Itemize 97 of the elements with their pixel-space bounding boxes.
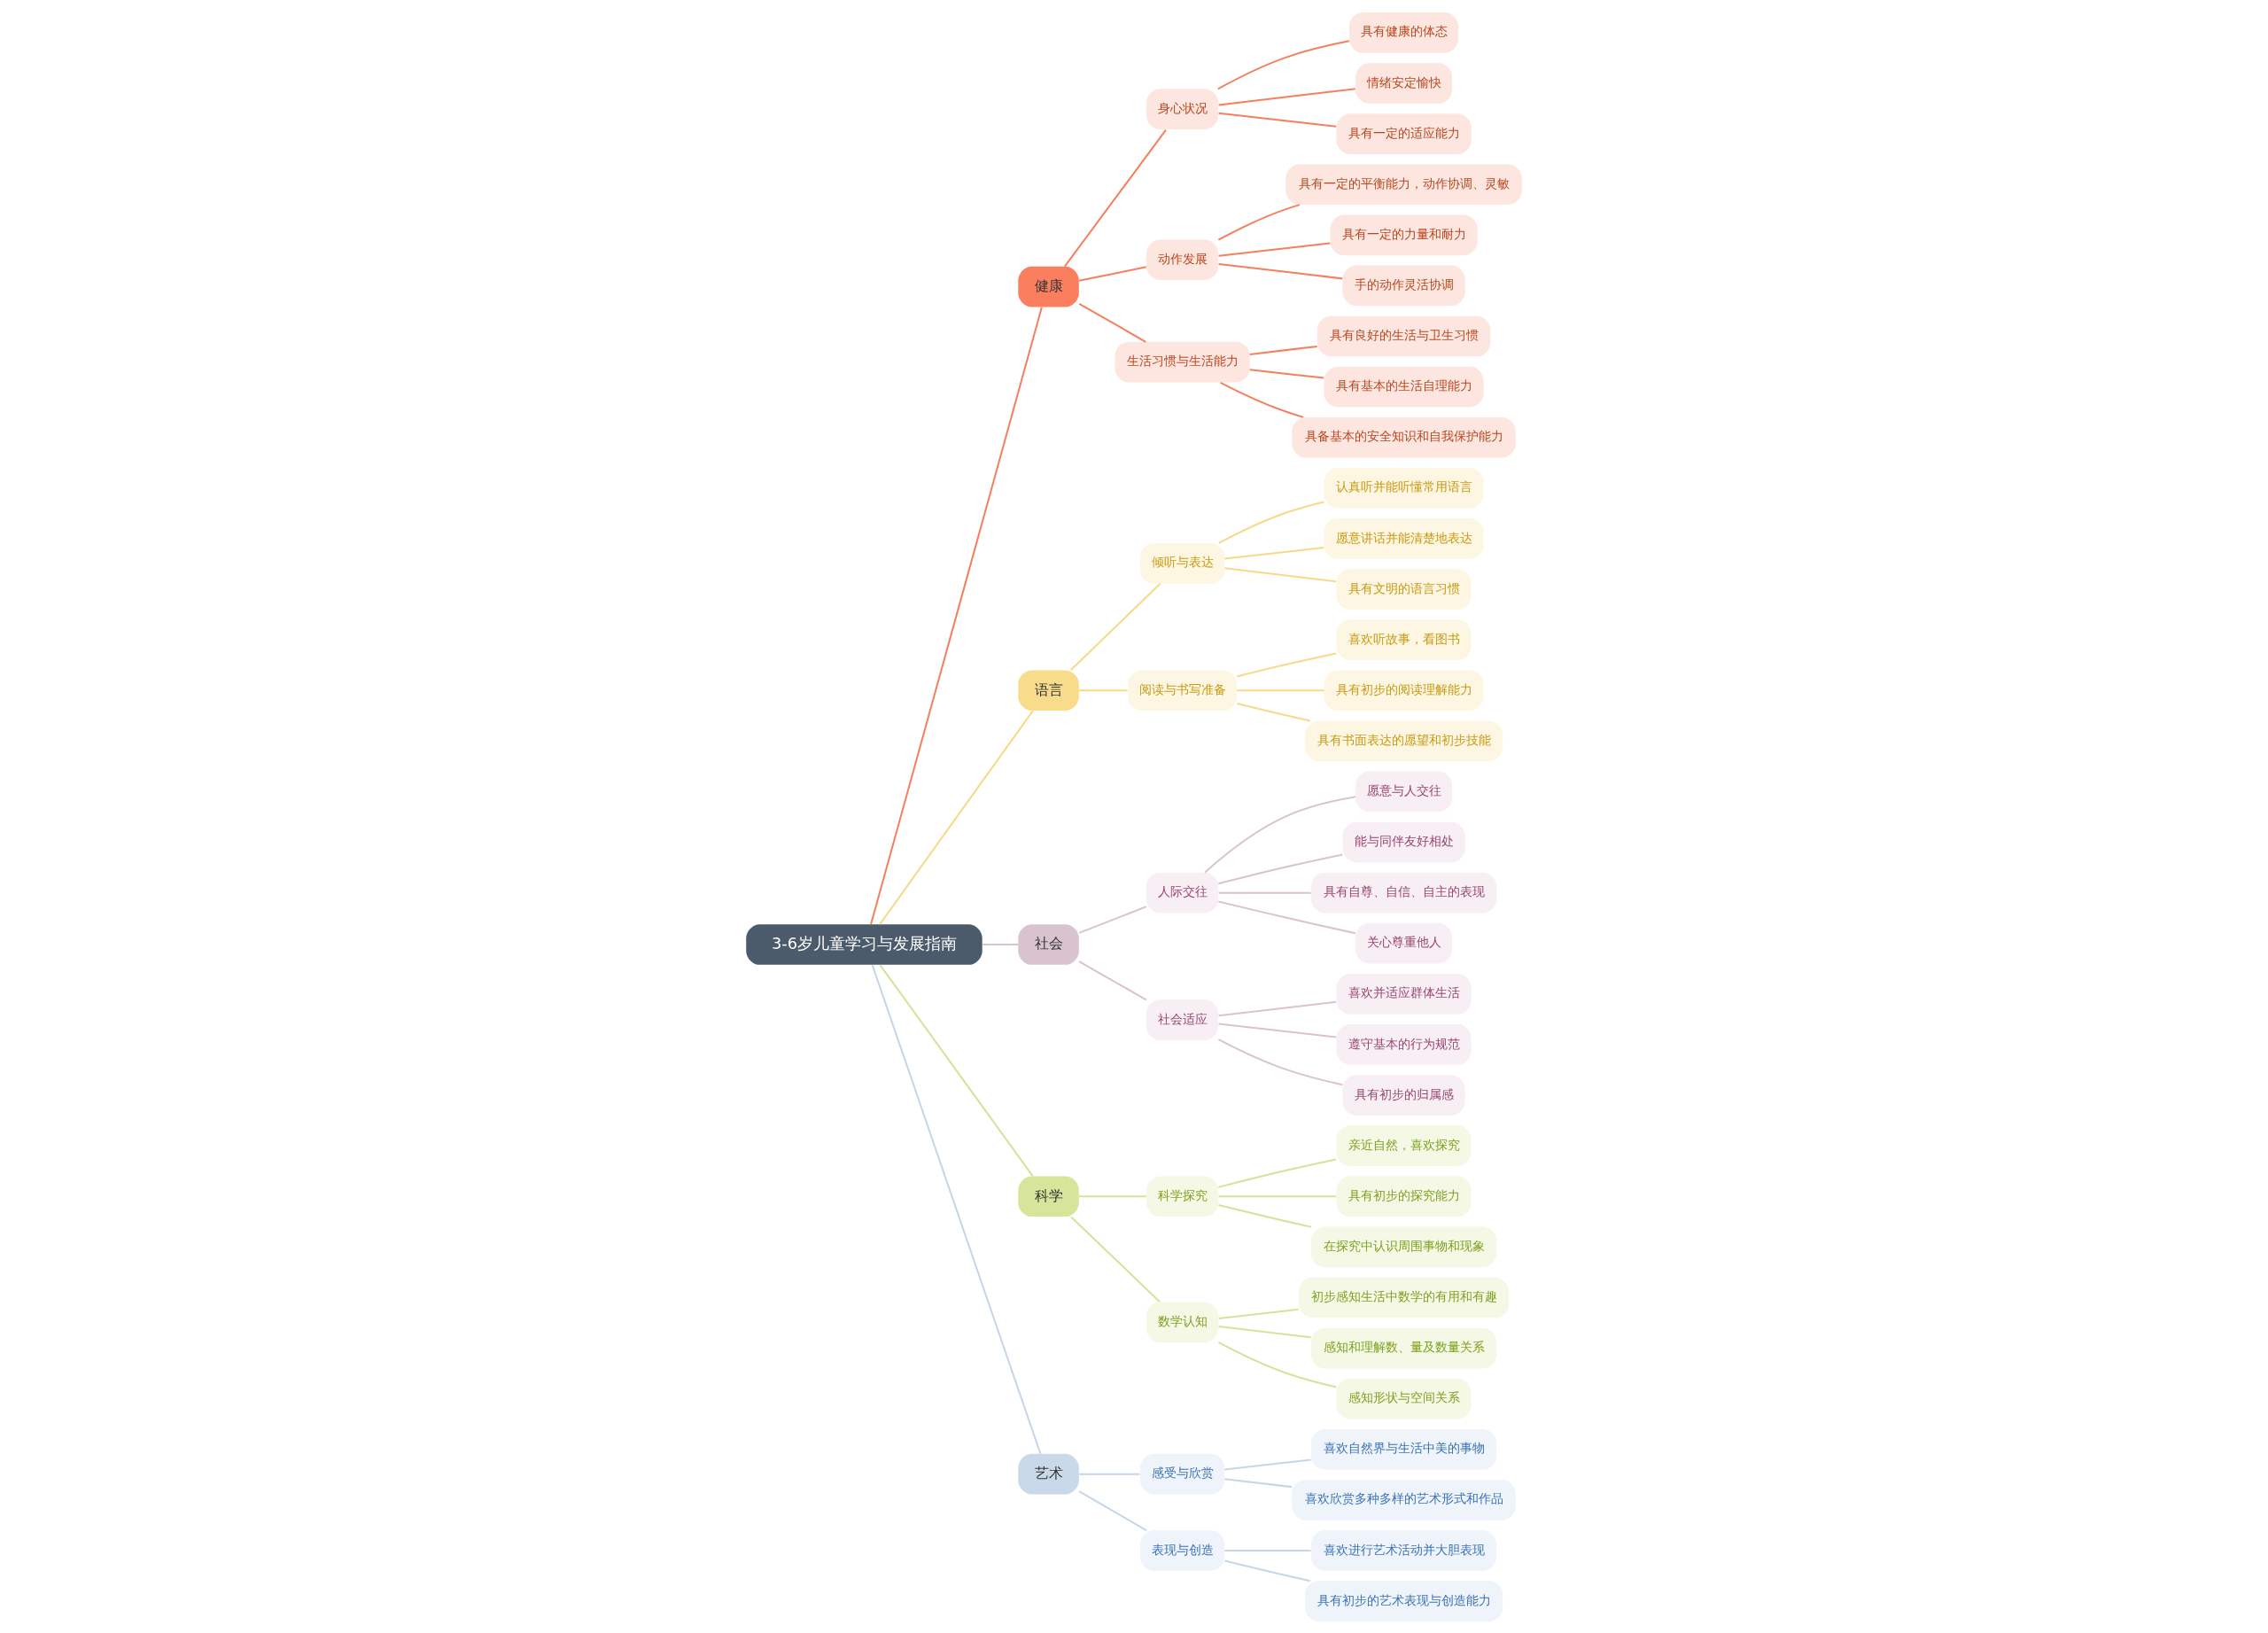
node-box: 具有书面表达的愿望和初步技能 (1304, 720, 1503, 761)
connector (1218, 500, 1324, 544)
node-box: 喜欢进行艺术活动并大胆表现 (1310, 1529, 1497, 1571)
node-box: 喜欢欣赏多种多样的艺术形式和作品 (1292, 1479, 1516, 1520)
connector (1217, 39, 1350, 89)
connector (1218, 1308, 1299, 1319)
connector (1224, 566, 1337, 582)
node-box: 亲近自然，喜欢探究 (1336, 1124, 1472, 1166)
connector (1078, 960, 1147, 1000)
node-box: 社会适应 (1146, 999, 1219, 1040)
connector (1218, 112, 1337, 128)
connector (1078, 905, 1147, 934)
node-box: 喜欢并适应群体生活 (1336, 973, 1472, 1015)
node-box: 愿意讲话并能清楚地表达 (1324, 517, 1484, 559)
connector (1218, 242, 1331, 257)
connector (1078, 265, 1146, 282)
connector (1224, 1458, 1311, 1470)
connector (1218, 262, 1343, 279)
node-box: 具有初步的探究能力 (1336, 1175, 1472, 1217)
node-box: 喜欢听故事，看图书 (1336, 618, 1472, 660)
connector (1070, 1216, 1161, 1303)
connector (1224, 1549, 1311, 1551)
node-box: 具有初步的归属感 (1342, 1074, 1465, 1116)
connector (1070, 582, 1161, 671)
connector (1079, 1473, 1140, 1475)
node-box: 动作发展 (1146, 238, 1219, 280)
connector (1079, 1194, 1146, 1197)
connector (1218, 87, 1355, 105)
connector (1224, 1477, 1293, 1488)
node-box: 具有文明的语言习惯 (1336, 568, 1472, 610)
connector (1220, 381, 1304, 418)
connector (1218, 1000, 1337, 1016)
connector (879, 964, 1034, 1177)
connector (1064, 128, 1167, 267)
node-box: 具有一定的力量和耐力 (1330, 214, 1478, 255)
node-box: 具有基本的生活自理能力 (1324, 366, 1484, 407)
connector (870, 307, 1043, 924)
connector (1217, 203, 1301, 240)
node-box: 社会 (1018, 923, 1079, 965)
connector (1078, 302, 1146, 343)
connector (1218, 1194, 1337, 1197)
node-box: 具有自尊、自信、自主的表现 (1310, 872, 1497, 913)
node-box: 具有健康的体态 (1349, 12, 1459, 53)
node-box: 能与同伴友好相处 (1342, 821, 1465, 862)
connector (1218, 1203, 1312, 1228)
node-box: 语言 (1018, 669, 1079, 711)
connector (1224, 546, 1324, 560)
node-box: 阅读与书写准备 (1128, 669, 1238, 711)
node-box: 感受与欣赏 (1140, 1453, 1225, 1495)
connector (1218, 1325, 1311, 1338)
connector (1218, 1158, 1337, 1188)
node-box: 具有一定的适应能力 (1336, 113, 1472, 154)
connector (1218, 852, 1343, 884)
connector (871, 964, 1042, 1454)
node-box: 关心尊重他人 (1355, 922, 1453, 964)
connector (1078, 1489, 1147, 1531)
node-box: 感知形状与空间关系 (1336, 1378, 1472, 1419)
node-box: 手的动作灵活协调 (1342, 265, 1465, 306)
node-box: 倾听与表达 (1140, 542, 1225, 584)
connector (1224, 1559, 1310, 1582)
node-box: 科学 (1018, 1175, 1079, 1217)
connector (1249, 368, 1324, 379)
connector (983, 943, 1019, 945)
connector (1218, 899, 1356, 934)
node-box: 具有初步的艺术表现与创造能力 (1304, 1580, 1503, 1621)
node-box: 3-6岁儿童学习与发展指南 (746, 923, 983, 965)
node-box: 健康 (1018, 266, 1079, 307)
connector (1204, 795, 1356, 873)
node-box: 感知和理解数、量及数量关系 (1310, 1327, 1497, 1368)
connector (1217, 1341, 1337, 1388)
node-box: 表现与创造 (1140, 1529, 1225, 1571)
node-box: 喜欢自然界与生活中美的事物 (1310, 1428, 1497, 1470)
node-box: 情绪安定愉快 (1355, 62, 1453, 104)
node-box: 生活习惯与生活能力 (1115, 341, 1250, 383)
connector (1218, 1023, 1337, 1038)
node-box: 科学探究 (1146, 1175, 1219, 1217)
connector (1237, 652, 1337, 677)
node-box: 数学认知 (1146, 1302, 1219, 1342)
node-box: 初步感知生活中数学的有用和有趣 (1298, 1277, 1510, 1318)
node-box: 认真听并能听懂常用语言 (1324, 467, 1484, 509)
connector (1237, 688, 1324, 691)
node-box: 具有初步的阅读理解能力 (1324, 669, 1484, 711)
connector (1218, 891, 1311, 894)
connector (879, 710, 1034, 925)
node-box: 愿意与人交往 (1355, 771, 1453, 812)
node-box: 在探究中认识周围事物和现象 (1310, 1226, 1497, 1267)
connector (1079, 688, 1128, 691)
node-box: 具有良好的生活与卫生习惯 (1317, 315, 1491, 356)
connector (1237, 702, 1310, 721)
node-box: 艺术 (1018, 1453, 1079, 1495)
node-box: 具备基本的安全知识和自我保护能力 (1292, 416, 1516, 458)
connector (1218, 1038, 1343, 1085)
node-box: 身心状况 (1146, 88, 1219, 129)
node-box: 遵守基本的行为规范 (1336, 1023, 1472, 1065)
connector (1249, 345, 1317, 355)
node-box: 人际交往 (1146, 872, 1219, 913)
node-box: 具有一定的平衡能力，动作协调、灵敏 (1285, 163, 1522, 205)
